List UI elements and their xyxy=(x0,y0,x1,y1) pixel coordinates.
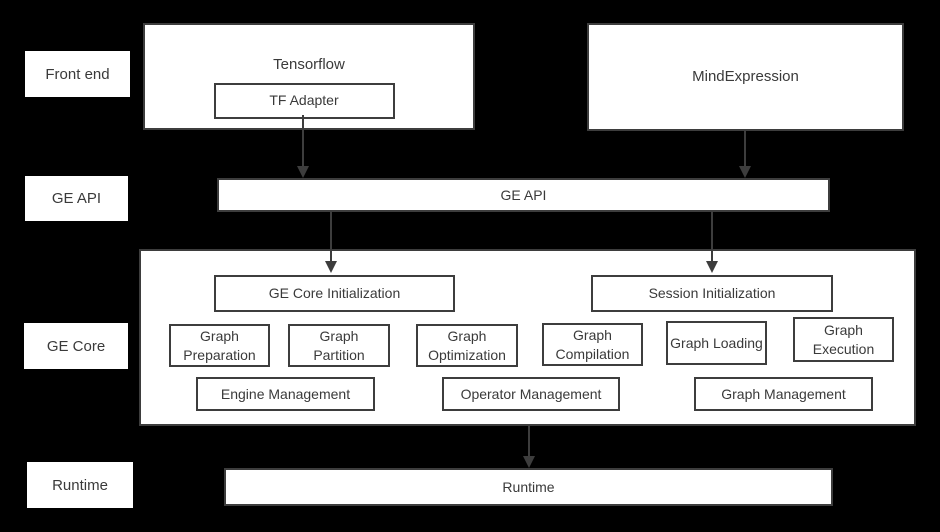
rail-label-front-end: Front end xyxy=(25,51,130,97)
box-engine-management: Engine Management xyxy=(196,377,375,411)
tf-adapter-box: TF Adapter xyxy=(213,82,395,119)
box-graph-preparation: Graph Preparation xyxy=(169,324,270,367)
runtime-bar: Runtime xyxy=(224,468,833,506)
box-graph-optimization: Graph Optimization xyxy=(416,324,518,367)
box-graph-execution: Graph Execution xyxy=(793,317,894,362)
rail-label-ge-api: GE API xyxy=(25,176,128,221)
box-graph-loading: Graph Loading xyxy=(666,321,767,365)
box-graph-compilation: Graph Compilation xyxy=(542,323,643,366)
ge-api-bar: GE API xyxy=(217,178,830,212)
ge-core-container: GE Core Initialization Session Initializ… xyxy=(139,249,916,426)
box-session-initialization: Session Initialization xyxy=(591,275,833,312)
box-graph-management: Graph Management xyxy=(694,377,873,411)
tensorflow-label: Tensorflow xyxy=(273,56,345,73)
box-graph-partition: Graph Partition xyxy=(288,324,390,367)
box-operator-management: Operator Management xyxy=(442,377,620,411)
box-ge-core-initialization: GE Core Initialization xyxy=(214,275,455,312)
rail-label-ge-core: GE Core xyxy=(24,323,128,369)
mindexpression-box: MindExpression xyxy=(587,23,904,131)
rail-label-runtime: Runtime xyxy=(27,462,133,508)
tensorflow-box: Tensorflow TF Adapter xyxy=(143,23,475,130)
tf-adapter-label: TF Adapter xyxy=(269,92,339,109)
